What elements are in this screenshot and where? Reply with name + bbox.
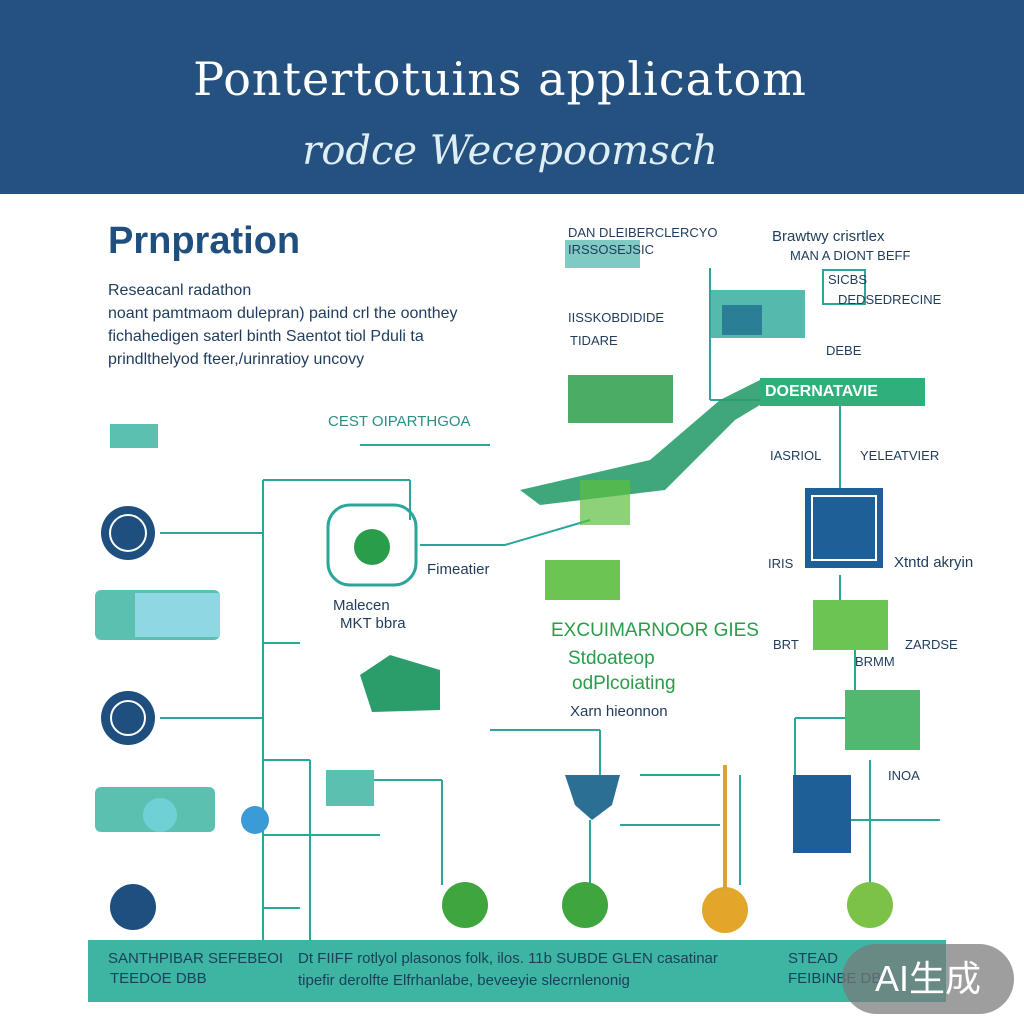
center-green-1: EXCUIMARNOOR GIES	[551, 620, 759, 641]
right-label-8: INOA	[888, 768, 920, 783]
right-label-2: YELEATVIER	[860, 448, 940, 463]
right-label-5: BRT	[773, 637, 799, 652]
label-right-col-1: DEBE	[826, 343, 862, 358]
label-top-center-1: DAN DLEIBERCLERCYO	[568, 225, 718, 240]
banner-subtitle: rodce Wecepoomsch	[302, 128, 718, 174]
footer-left-1: SANTHPIBAR SEFEBEOI	[108, 950, 284, 967]
header-banner: Pontertotuins applicatom rodce Wecepooms…	[0, 0, 1024, 194]
center-green-3: odPlcoiating	[572, 673, 676, 694]
footer-right-1: STEAD	[788, 950, 839, 967]
brain-icon	[101, 691, 155, 745]
right-label-3: IRIS	[768, 556, 794, 571]
right-label-1: IASRIOL	[770, 448, 822, 463]
green-box-icon	[845, 690, 920, 750]
label-top-right-2: MAN A DIONT BEFF	[790, 248, 911, 263]
label-mid-left-2: TIDARE	[570, 333, 618, 348]
lab-icon	[326, 503, 418, 587]
center-green-2: Stdoateop	[568, 648, 655, 669]
footer-left-2: TEEDOE DBB	[110, 970, 207, 987]
right-label-6: ZARDSE	[905, 637, 958, 652]
green-banner-label: DOERNATAVIE	[765, 383, 878, 400]
teal-card-top	[565, 240, 640, 268]
globe-icon	[101, 506, 155, 560]
pin-icon	[702, 887, 748, 933]
green-card-3	[580, 480, 630, 525]
green-card-1	[568, 375, 673, 423]
section-line-4: prindlthelyod fteer,/urinratioy uncovy	[108, 351, 365, 368]
arrow-label: CEST OIPARTHGOA	[328, 413, 471, 430]
label-top-center-2: IRSSOSEJSIC	[568, 242, 654, 257]
cup-icon	[565, 775, 620, 820]
right-label-7: BRMM	[855, 654, 895, 669]
flow-arrow	[520, 380, 760, 505]
section-line-3: fichahedigen saterl binth Saentot tiol P…	[108, 328, 424, 345]
section-line-1: Reseacanl radathon	[108, 282, 252, 299]
leaf-icon	[562, 882, 608, 928]
hand-icon	[110, 884, 156, 930]
small-card-icon	[110, 424, 158, 448]
banner-title: Pontertotuins applicatom	[193, 52, 807, 106]
label-mid-left: IISSKOBDIDIDE	[568, 310, 665, 325]
label-top-right-4: DEDSEDRECINE	[838, 292, 942, 307]
footer-band: SANTHPIBAR SEFEBEOI TEEDOE DBB Dt FIIFF …	[88, 940, 946, 1002]
label-top-right-1: Brawtwy crisrtlex	[772, 228, 885, 245]
node-label-2: Malecen	[333, 597, 390, 614]
left-connectors	[160, 444, 720, 940]
right-label-4: Xtntd akryin	[894, 554, 974, 571]
green-doc-icon	[813, 600, 888, 650]
section-title: Prnpration	[108, 220, 301, 262]
green-banner	[760, 378, 925, 406]
blue-box-icon	[793, 775, 851, 853]
plant-icon	[442, 882, 488, 928]
section-line-2: noant pamtmaom dulepran) paind crl the o…	[108, 305, 458, 322]
watermark-badge: AI生成	[842, 944, 1014, 1014]
footer-mid-2: tipefir derolfte Elfrhanlabe, beveeyie s…	[298, 972, 630, 989]
node-label-3: MKT bbra	[340, 615, 406, 632]
chart-icon	[326, 770, 374, 806]
green-card-2	[545, 560, 620, 600]
label-top-right-3: SICBS	[828, 272, 868, 287]
document-icon	[805, 488, 883, 568]
tree-icon	[847, 882, 893, 928]
footer-mid-1: Dt FIIFF rotlyol plasonos folk, ilos. 11…	[298, 950, 718, 967]
node-label-1: Fimeatier	[427, 561, 490, 578]
center-label: Xarn hieonnon	[570, 703, 668, 720]
folder-icon	[360, 655, 440, 712]
